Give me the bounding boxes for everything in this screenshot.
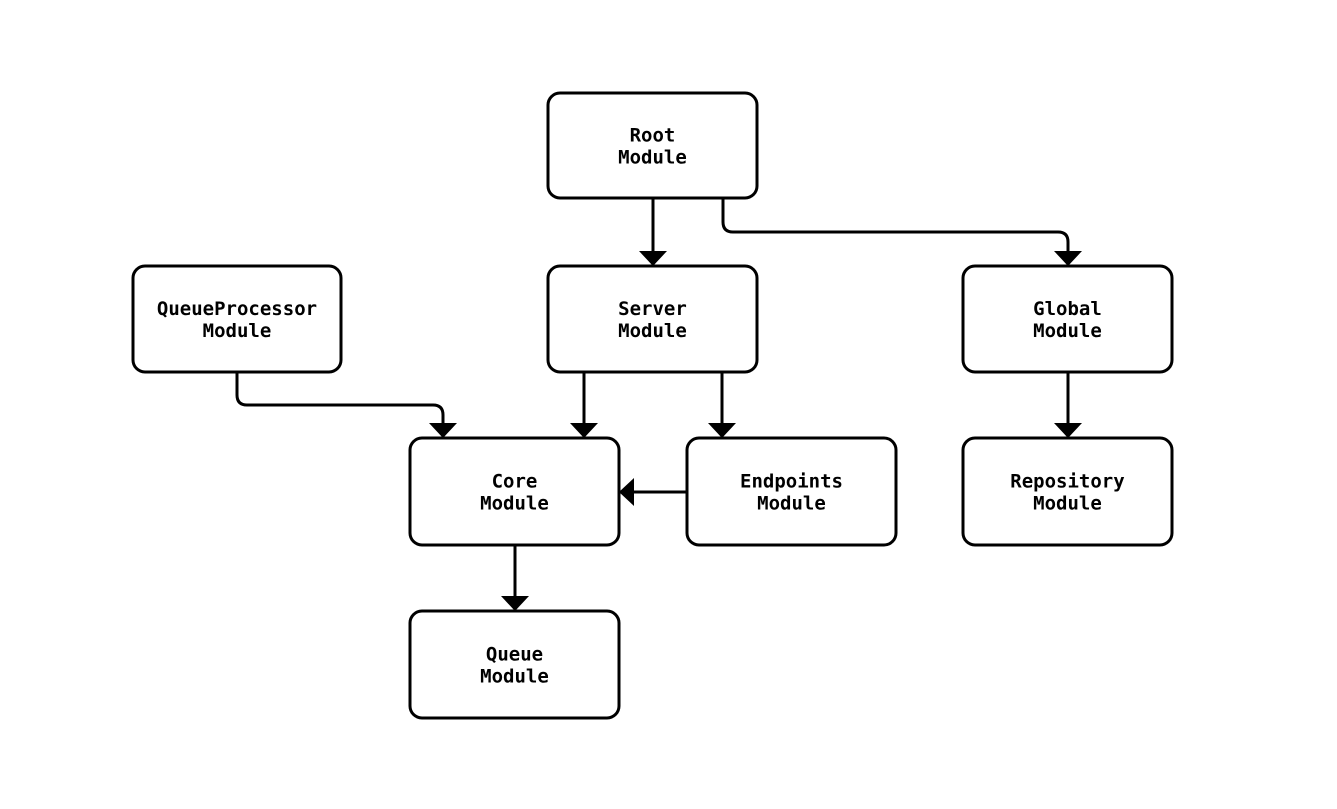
node-core-box bbox=[408, 436, 621, 547]
edge-root-to-global bbox=[721, 198, 1082, 266]
node-queue-box bbox=[408, 609, 621, 720]
node-root-box bbox=[546, 91, 759, 200]
edge-queueprocessor-to-core bbox=[235, 372, 457, 438]
node-endpoints-box bbox=[685, 436, 898, 547]
node-global-box bbox=[961, 264, 1174, 374]
node-repository-box bbox=[961, 436, 1174, 547]
node-queueprocessor-box bbox=[131, 264, 343, 374]
edges-layer bbox=[235, 198, 1082, 611]
node-server-box bbox=[546, 264, 759, 374]
